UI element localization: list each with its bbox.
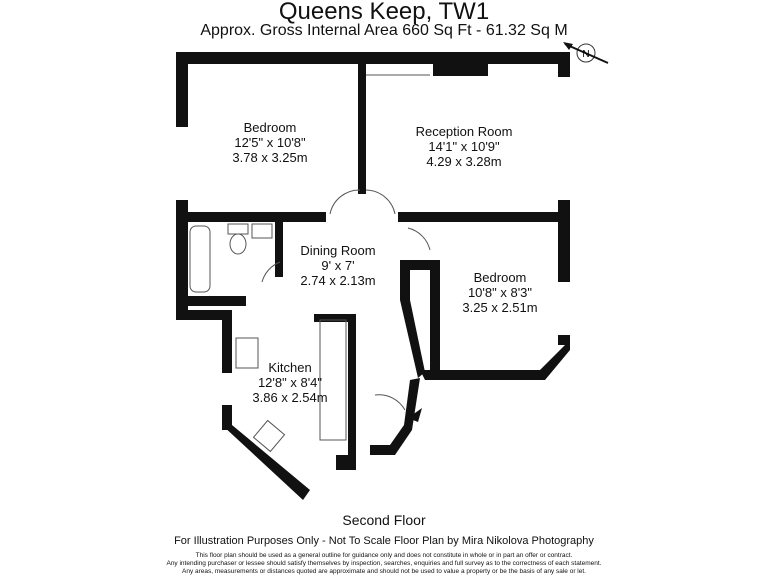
room-label-bedroom-2: Bedroom 10'8" x 8'3" 3.25 x 2.51m [462, 270, 537, 315]
room-metric: 2.74 x 2.13m [300, 273, 376, 288]
room-imperial: 14'1" x 10'9" [428, 139, 500, 154]
disclaimer-line: Any areas, measurements or distances quo… [182, 568, 586, 575]
room-label-kitchen: Kitchen 12'8" x 8'4" 3.86 x 2.54m [252, 360, 327, 405]
room-label-reception: Reception Room 14'1" x 10'9" 4.29 x 3.28… [416, 124, 513, 169]
room-name: Dining Room [300, 243, 376, 258]
room-name: Reception Room [415, 124, 513, 139]
illustration-note: For Illustration Purposes Only - Not To … [174, 535, 594, 547]
disclaimer-line: Any intending purchaser or lessee should… [166, 560, 602, 567]
disclaimer-line: This floor plan should be used as a gene… [195, 552, 573, 559]
room-metric: 3.25 x 2.51m [462, 300, 538, 315]
fixtures [189, 74, 431, 453]
room-imperial: 12'5" x 10'8" [234, 135, 306, 150]
room-name: Bedroom [473, 270, 527, 285]
room-metric: 4.29 x 3.28m [426, 154, 502, 169]
room-label-bedroom-1: Bedroom 12'5" x 10'8" 3.78 x 3.25m [232, 120, 307, 165]
page-title: Queens Keep, TW1 [278, 0, 490, 25]
room-name: Bedroom [243, 120, 297, 135]
room-label-dining: Dining Room 9' x 7' 2.74 x 2.13m [300, 243, 375, 288]
room-metric: 3.86 x 2.54m [252, 390, 328, 405]
room-metric: 3.78 x 3.25m [232, 150, 308, 165]
entrance-arrow-icon [408, 408, 422, 422]
room-name: Kitchen [268, 360, 312, 375]
room-imperial: 9' x 7' [321, 258, 355, 273]
walls [176, 52, 570, 500]
room-imperial: 12'8" x 8'4" [257, 375, 323, 390]
room-imperial: 10'8" x 8'3" [467, 285, 533, 300]
compass-icon: N [563, 42, 609, 64]
floor-label: Second Floor [342, 512, 426, 528]
compass-label: N [582, 49, 589, 60]
gross-area: Approx. Gross Internal Area 660 Sq Ft - … [200, 22, 568, 39]
